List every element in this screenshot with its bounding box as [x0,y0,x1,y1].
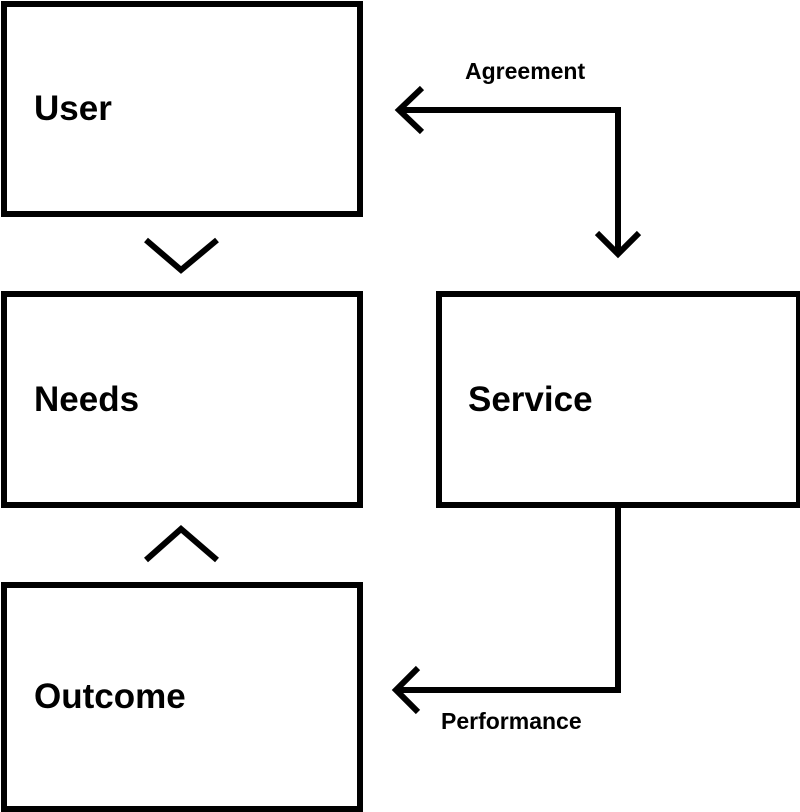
needs-box-label: Needs [34,379,140,419]
chevron-up-icon [144,525,219,563]
agreement-arrowhead-down-icon [594,230,642,259]
needs-box: Needs [1,291,363,508]
performance-edge-label: Performance [441,708,582,734]
performance-arrowhead-left-icon [391,665,421,715]
performance-connector-line [396,508,621,693]
agreement-edge-label: Agreement [465,58,586,84]
service-box: Service [436,291,800,508]
user-box: User [1,1,363,217]
service-box-label: Service [468,379,593,419]
user-box-label: User [34,89,112,128]
chevron-down-icon [144,237,219,274]
agreement-arrowhead-left-icon [394,85,425,135]
agreement-connector-line [399,107,621,252]
outcome-box: Outcome [1,582,363,812]
outcome-box-label: Outcome [34,677,186,716]
